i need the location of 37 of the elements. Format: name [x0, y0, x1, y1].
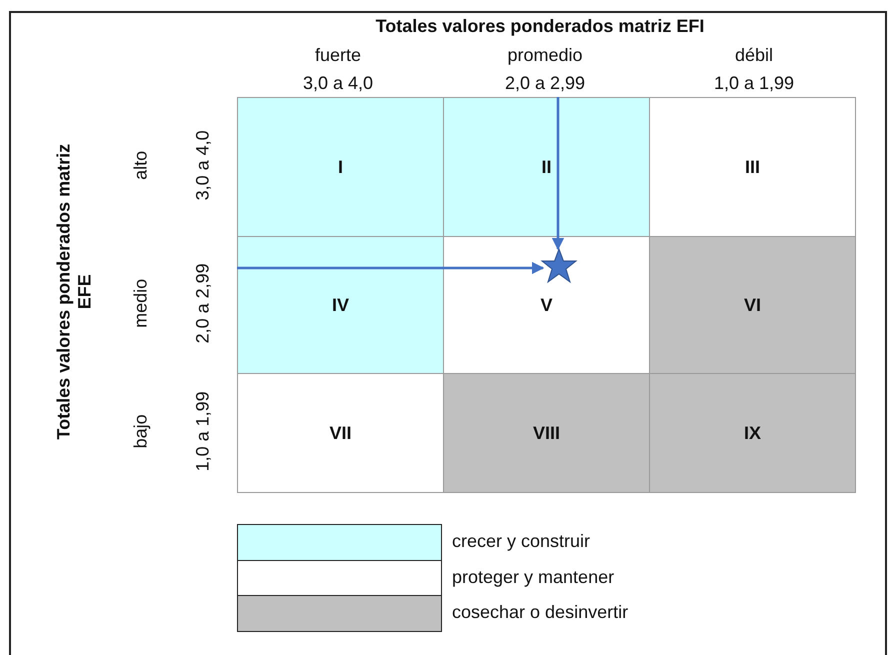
axis-label: 3,0 a 4,0	[192, 129, 214, 202]
matrix-cell	[237, 373, 444, 493]
axis-label: alto	[130, 150, 152, 182]
axis-heading: 1,0 a 1,99	[712, 73, 796, 94]
axis-label: 1,0 a 1,99	[192, 390, 214, 474]
quadrant-numeral: IX	[744, 422, 761, 444]
matrix-cell	[649, 97, 856, 237]
matrix-cell	[443, 373, 650, 493]
quadrant-numeral: VII	[329, 422, 352, 444]
arrow	[552, 97, 564, 250]
matrix-cell	[443, 97, 650, 237]
quadrant-numeral: II	[541, 156, 552, 178]
quadrant-numeral: III	[744, 156, 760, 178]
axis-label: Totales valores ponderados matriz EFE	[53, 142, 95, 442]
axis-heading: 3,0 a 4,0	[302, 73, 374, 94]
legend-text: crecer y construir	[452, 531, 590, 552]
matrix-cell	[237, 236, 444, 374]
axis-heading: promedio	[506, 45, 584, 66]
quadrant-numeral: VI	[744, 294, 761, 316]
arrow	[237, 262, 544, 274]
axis-heading: fuerte	[314, 45, 362, 66]
quadrant-numeral: I	[338, 156, 343, 178]
quadrant-numeral: V	[540, 294, 552, 316]
axis-label: medio	[130, 278, 152, 330]
legend-text: proteger y mantener	[452, 566, 614, 588]
quadrant-numeral: IV	[332, 294, 349, 316]
axis-label: 2,0 a 2,99	[192, 262, 214, 346]
matrix-cell	[237, 97, 444, 237]
quadrant-numeral: VIII	[532, 422, 560, 444]
legend-text: cosechar o desinvertir	[452, 602, 628, 623]
axis-heading: 2,0 a 2,99	[504, 73, 586, 94]
star-marker	[540, 247, 578, 285]
axis-label: bajo	[130, 413, 152, 450]
matrix-cell	[649, 373, 856, 493]
axis-heading: Totales valores ponderados matriz EFI	[374, 16, 706, 37]
axis-heading: débil	[734, 45, 774, 66]
matrix-cell	[649, 236, 856, 374]
